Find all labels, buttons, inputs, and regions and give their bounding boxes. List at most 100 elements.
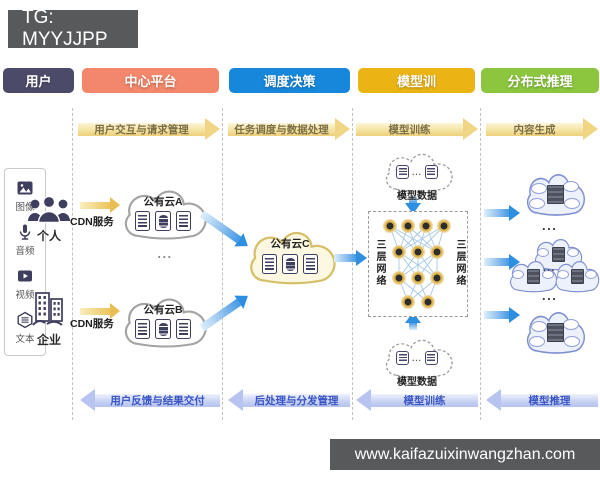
database-icon xyxy=(424,351,438,365)
cloud-servers xyxy=(243,254,337,274)
bottom-arrow-model-inference: 模型推理 xyxy=(486,388,598,412)
arrow-head-icon xyxy=(205,118,220,140)
arrow-head-icon xyxy=(509,254,520,270)
arrow-head-icon xyxy=(509,307,520,323)
arrow-head-icon xyxy=(356,250,367,266)
data-type-audio: 音频 xyxy=(15,223,35,257)
public-cloud-a: 公有云A xyxy=(118,186,208,242)
cloud-label: 公有云C xyxy=(270,238,310,250)
ellipsis: ... xyxy=(157,246,173,261)
public-cloud-c: 公有云C xyxy=(243,227,337,287)
arrow-head-icon xyxy=(335,118,350,140)
data-type-label: 视频 xyxy=(15,290,35,301)
server-icon xyxy=(527,269,540,284)
model-data-servers: ... xyxy=(380,165,454,179)
header-central-platform: 中心平台 xyxy=(82,68,219,93)
data-type-label: 图像 xyxy=(15,202,35,213)
model-data-cloud-top: ... xyxy=(380,150,454,194)
site-watermark-bar: www.kaifazuixinwangzhan.com xyxy=(330,439,600,470)
flow-arrow-cloud-c-to-network xyxy=(334,250,367,266)
mini-cloud-icon xyxy=(531,321,547,332)
mini-cloud-icon xyxy=(585,270,597,279)
cloud-label: 公有云A xyxy=(143,196,183,208)
arrow-head-icon xyxy=(486,389,501,411)
header-dispatch-decision: 调度决策 xyxy=(229,68,350,93)
arrow-head-icon xyxy=(110,197,120,213)
database-icon xyxy=(396,165,410,179)
arrow-head-icon xyxy=(583,118,598,140)
column-divider xyxy=(72,108,73,420)
database-icon xyxy=(424,165,438,179)
cloud-servers xyxy=(118,319,208,339)
server-icon xyxy=(547,323,564,342)
arrow-head-icon xyxy=(228,389,243,411)
arrow-head-icon xyxy=(509,205,520,221)
server-icon xyxy=(547,185,564,204)
bottom-arrow-label: 模型推理 xyxy=(528,394,571,407)
cdn-arrow-top xyxy=(80,197,120,213)
top-arrow-label: 模型训练 xyxy=(388,123,431,136)
mini-cloud-icon xyxy=(529,336,545,347)
bottom-arrow-label: 用户反馈与结果交付 xyxy=(110,394,205,407)
bottom-arrow-label: 后处理与分发管理 xyxy=(254,394,339,407)
data-type-panel: 图像 音频 视频 文本 xyxy=(4,168,46,356)
mini-cloud-icon xyxy=(564,198,580,209)
data-type-label: 音频 xyxy=(15,246,35,257)
tg-watermark-badge: TG: MYYJJPP xyxy=(8,7,138,50)
mini-cloud-icon xyxy=(563,319,579,330)
inference-cloud-cluster-top xyxy=(531,236,583,272)
mini-cloud-icon xyxy=(542,270,554,279)
cloud-label: 公有云B xyxy=(143,304,183,316)
mini-cloud-icon xyxy=(531,183,547,194)
bottom-arrow-label: 模型训练 xyxy=(403,394,446,407)
bottom-arrow-user-feedback: 用户反馈与结果交付 xyxy=(80,388,220,412)
server-rack-icon xyxy=(176,211,191,231)
inference-cloud-top xyxy=(522,170,586,218)
data-type-image: 图像 xyxy=(15,179,35,213)
cdn-arrow-bottom xyxy=(80,303,120,319)
arrow-head-icon xyxy=(110,303,120,319)
database-icon xyxy=(155,319,171,339)
data-type-video: 视频 xyxy=(15,267,35,301)
server-icon xyxy=(552,247,565,262)
model-data-cloud-bottom: ... xyxy=(380,336,454,380)
server-rack-icon xyxy=(303,254,318,274)
mini-cloud-icon xyxy=(557,270,569,279)
ellipsis: ... xyxy=(412,167,422,177)
server-rack-icon xyxy=(262,254,277,274)
model-data-label: 模型数据 xyxy=(397,191,437,202)
neural-network-icon xyxy=(382,218,451,309)
flow-arrow-inference-bottom xyxy=(484,307,520,323)
top-arrow-model-training: 模型训练 xyxy=(356,117,478,141)
database-icon xyxy=(282,254,298,274)
actor-individual-label: 个人 xyxy=(36,229,61,243)
network-label-left: 三层网络 xyxy=(374,239,385,287)
database-icon xyxy=(155,211,171,231)
cdn-service-label: CDN服务 xyxy=(70,216,114,228)
column-divider xyxy=(352,108,353,420)
ellipsis: ... xyxy=(542,218,558,233)
server-rack-icon xyxy=(135,319,150,339)
inference-cloud-bottom xyxy=(522,308,586,356)
column-divider xyxy=(222,108,223,420)
database-icon xyxy=(396,351,410,365)
mini-cloud-icon xyxy=(537,248,549,257)
audio-icon xyxy=(19,224,31,240)
ellipsis: ... xyxy=(412,353,422,363)
server-rack-icon xyxy=(135,211,150,231)
mini-cloud-icon xyxy=(512,270,524,279)
network-label-right: 三层网络 xyxy=(454,239,465,287)
top-arrow-label: 用户交互与请求管理 xyxy=(94,123,189,136)
mini-cloud-icon xyxy=(567,248,579,257)
server-rack-icon xyxy=(176,319,191,339)
bottom-arrow-postprocessing: 后处理与分发管理 xyxy=(228,388,350,412)
inference-cloud-cluster-left xyxy=(506,258,558,294)
ellipsis: ... xyxy=(543,263,556,274)
top-arrow-task-scheduling: 任务调度与数据处理 xyxy=(228,117,350,141)
cdn-service-label: CDN服务 xyxy=(70,318,114,330)
text-icon xyxy=(17,311,33,329)
top-arrow-user-interaction: 用户交互与请求管理 xyxy=(78,117,220,141)
data-type-label: 文本 xyxy=(15,334,35,345)
data-type-text: 文本 xyxy=(15,311,35,345)
